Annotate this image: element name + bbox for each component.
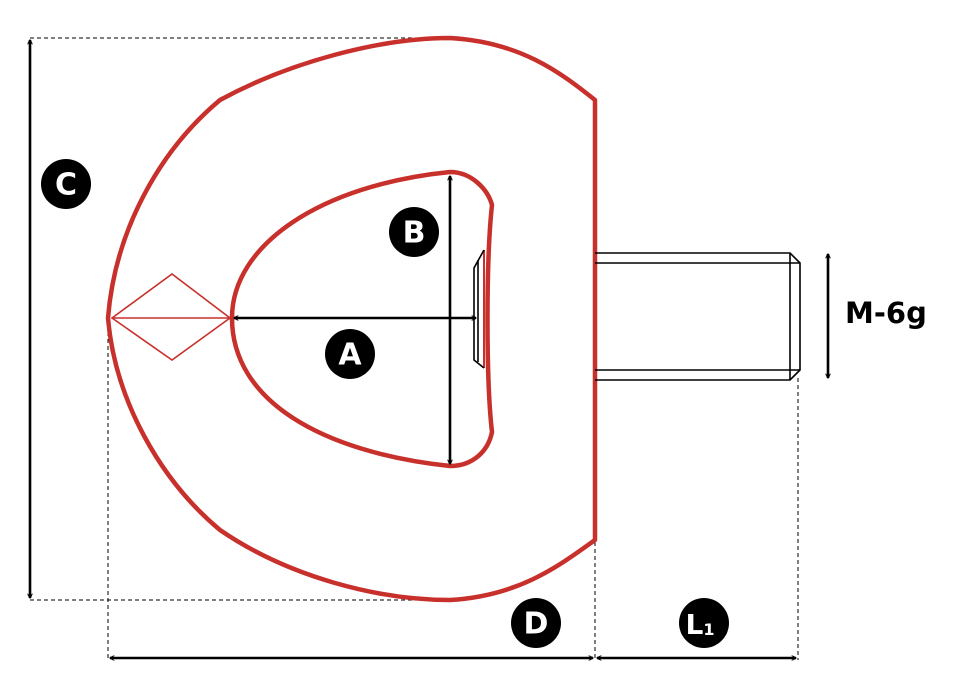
- badge-d: D: [511, 598, 561, 648]
- thread-spec-label: M-6g: [845, 296, 927, 330]
- knob-outer-outline: [105, 35, 598, 603]
- badge-b-label: B: [403, 216, 426, 251]
- badge-l1: L1: [679, 598, 729, 648]
- inner-face-detail: [473, 249, 485, 369]
- badge-d-label: D: [524, 607, 549, 642]
- knob-inner-outline: [229, 169, 495, 469]
- threaded-stud: [595, 252, 801, 381]
- badge-l1-label: L1: [686, 608, 715, 641]
- diamond-marker: [110, 273, 232, 361]
- extension-lines: [30, 37, 799, 660]
- badge-l1-subscript: 1: [703, 620, 714, 639]
- badge-c-label: C: [55, 168, 77, 203]
- badge-c: C: [41, 159, 91, 209]
- badge-a-label: A: [338, 338, 362, 373]
- badge-b: B: [389, 207, 439, 257]
- badge-l1-letter: L: [686, 608, 704, 641]
- badge-a: A: [325, 329, 375, 379]
